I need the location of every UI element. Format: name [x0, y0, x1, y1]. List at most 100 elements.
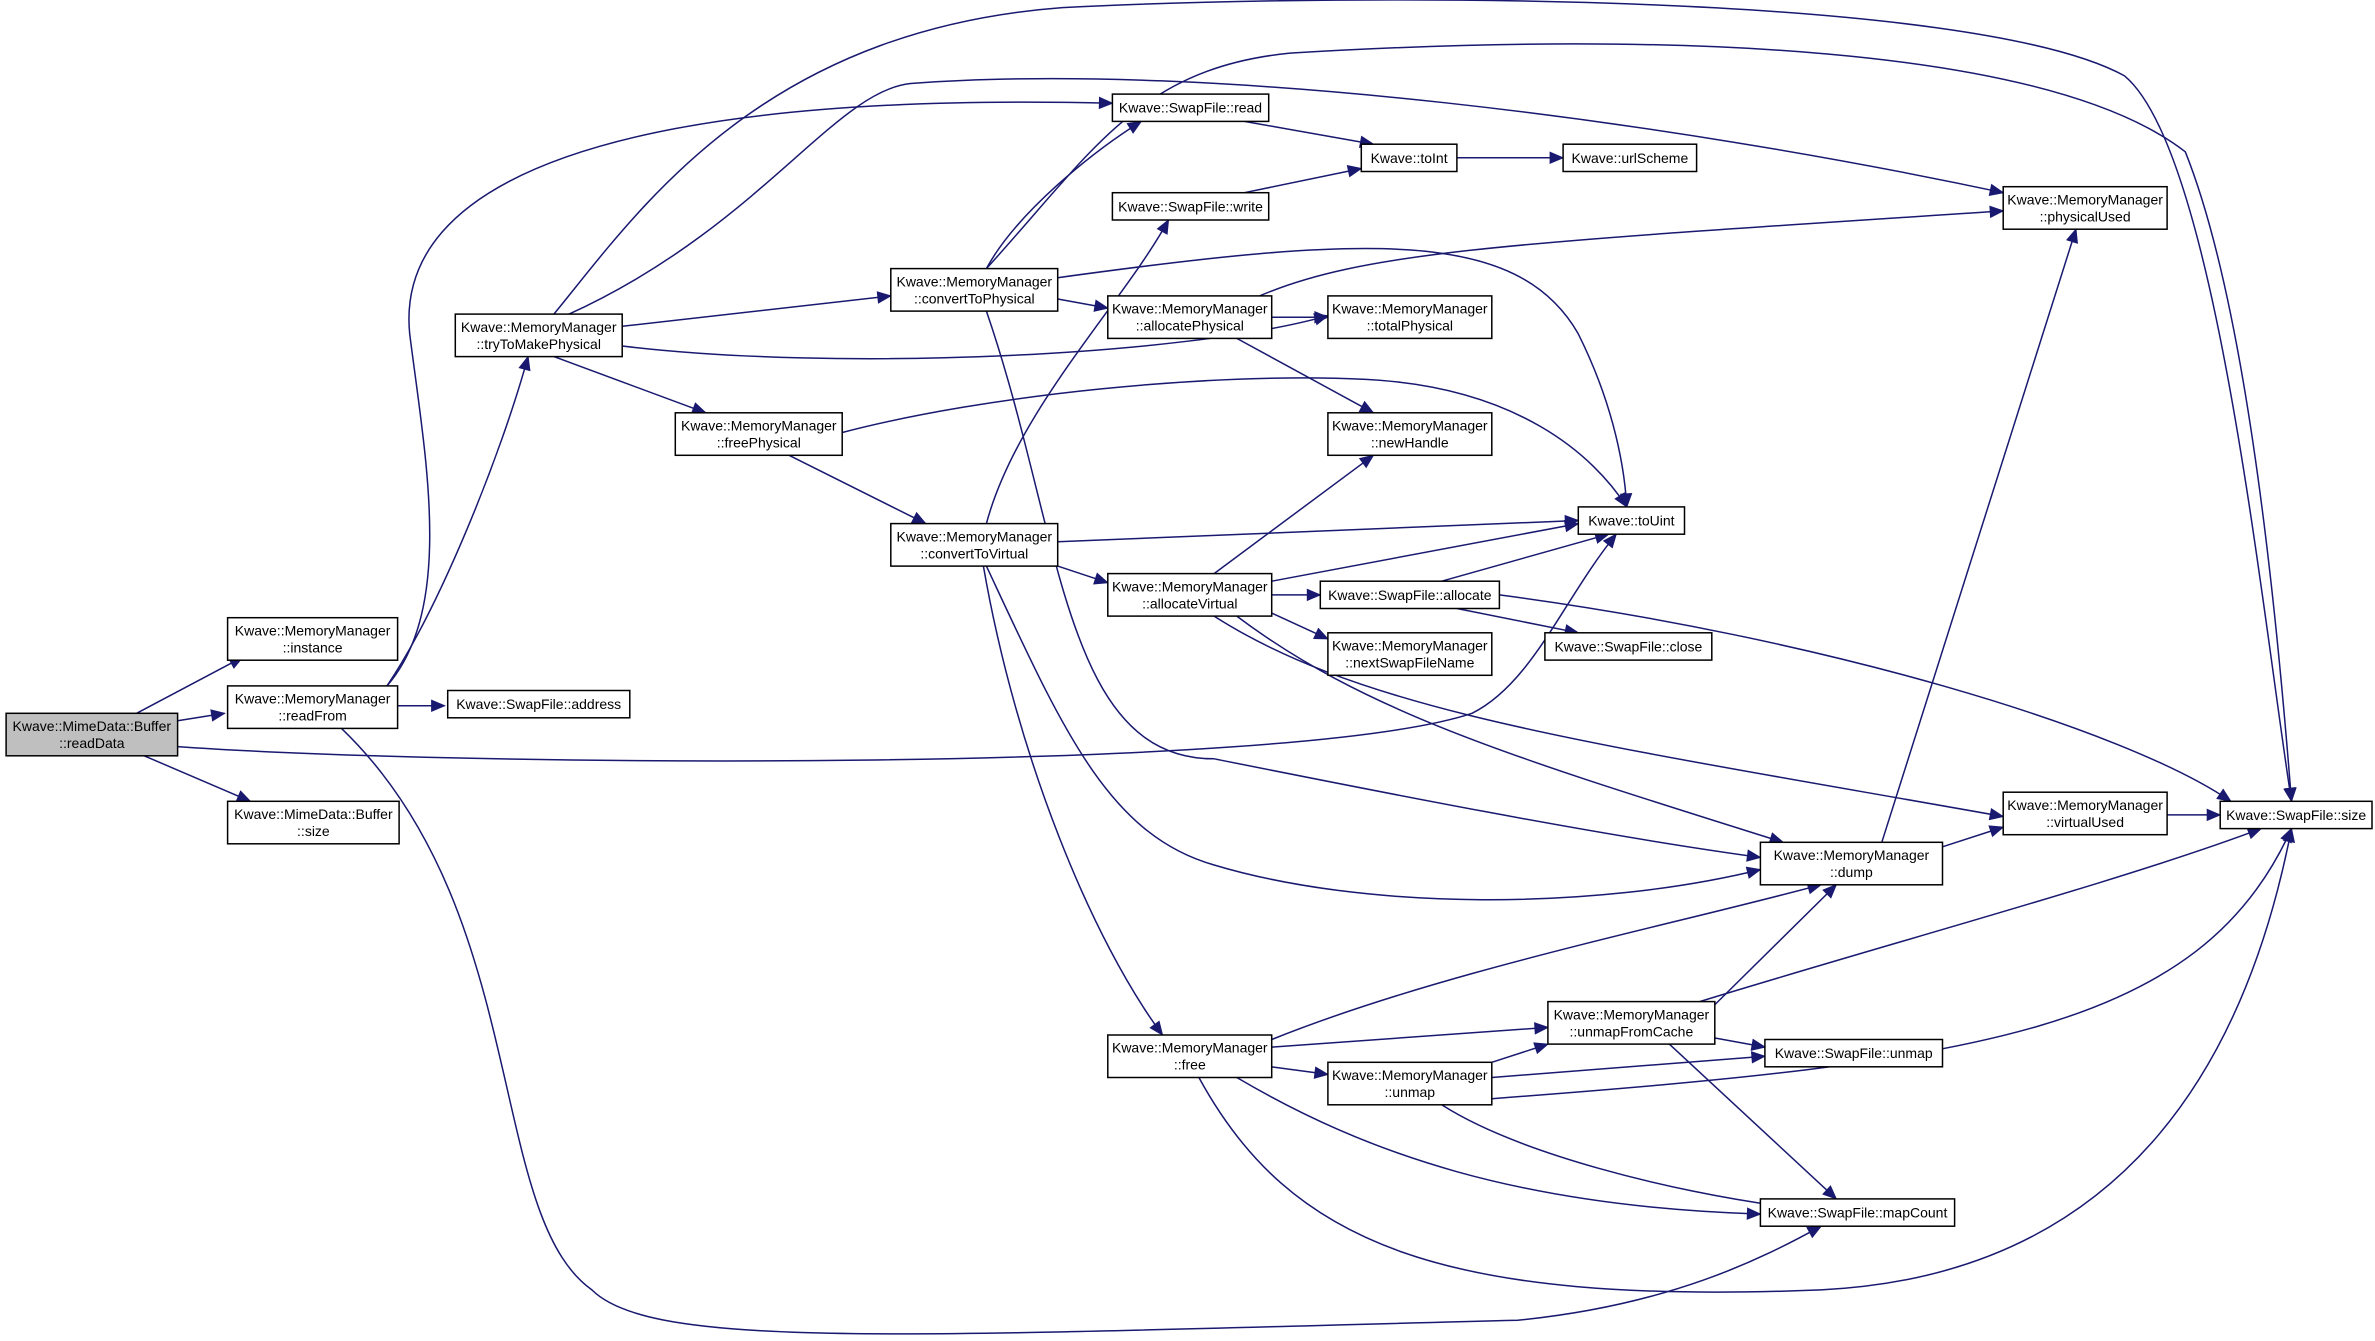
- node-mapCount[interactable]: Kwave::SwapFile::mapCount: [1759, 1198, 1956, 1227]
- arrowhead-icon: [1822, 1185, 1838, 1200]
- edge-readData-to-readFrom: [177, 709, 226, 722]
- node-convertToVirtual[interactable]: Kwave::MemoryManager::convertToVirtual: [890, 522, 1059, 567]
- node-nextSwapFileName[interactable]: Kwave::MemoryManager::nextSwapFileName: [1327, 632, 1493, 677]
- arrowhead-icon: [1806, 1225, 1823, 1239]
- node-label: Kwave::MemoryManager: [1774, 847, 1930, 863]
- node-dump[interactable]: Kwave::MemoryManager::dump: [1759, 841, 1944, 886]
- node-swWrite[interactable]: Kwave::SwapFile::write: [1111, 191, 1270, 221]
- edge-virtualUsed-to-swSize: [2167, 808, 2222, 822]
- node-virtualUsed[interactable]: Kwave::MemoryManager::virtualUsed: [2002, 791, 2168, 836]
- node-swUnmap[interactable]: Kwave::SwapFile::unmap: [1764, 1038, 1944, 1068]
- node-label: ::convertToPhysical: [914, 290, 1035, 306]
- node-swSize[interactable]: Kwave::SwapFile::size: [2219, 800, 2373, 830]
- node-instance[interactable]: Kwave::MemoryManager::instance: [226, 616, 399, 661]
- arrowhead-icon: [1989, 205, 2005, 219]
- node-box: [1764, 1038, 1944, 1068]
- node-label: Kwave::SwapFile::unmap: [1775, 1045, 1933, 1061]
- edge-line: [340, 727, 1822, 1335]
- arrowhead-icon: [1306, 588, 1322, 602]
- node-box: [2002, 185, 2168, 230]
- node-newHandle[interactable]: Kwave::MemoryManager::newHandle: [1327, 412, 1493, 457]
- node-box: [1111, 93, 1270, 123]
- edge-convertToVirtual-to-free: [982, 565, 1164, 1037]
- node-unmapFromCache[interactable]: Kwave::MemoryManager::unmapFromCache: [1547, 1000, 1716, 1045]
- node-toUint[interactable]: Kwave::toUint: [1577, 506, 1686, 535]
- node-bufSize[interactable]: Kwave::MimeData::Buffer::size: [226, 800, 400, 845]
- node-tryToMakePhysical[interactable]: Kwave::MemoryManager::tryToMakePhysical: [454, 313, 623, 358]
- edge-allocatePhysical-to-newHandle: [1236, 337, 1375, 414]
- node-readData[interactable]: Kwave::MimeData::Buffer::readData: [5, 712, 179, 757]
- edge-convertToVirtual-to-swWrite: [985, 218, 1170, 524]
- edge-line: [386, 356, 529, 687]
- arrowhead-icon: [1750, 1038, 1767, 1051]
- arrowhead-icon: [1988, 825, 2005, 838]
- node-allocateVirtual[interactable]: Kwave::MemoryManager::allocateVirtual: [1107, 572, 1273, 617]
- edge-line: [1456, 607, 1579, 634]
- arrowhead-icon: [1988, 807, 2005, 821]
- node-swAllocate[interactable]: Kwave::SwapFile::allocate: [1319, 580, 1501, 610]
- node-label: ::free: [1174, 1057, 1206, 1073]
- edges-layer: [136, 0, 2297, 1335]
- node-free[interactable]: Kwave::MemoryManager::free: [1107, 1034, 1273, 1079]
- edge-swAllocate-to-swSize: [1499, 594, 2232, 803]
- edge-convertToPhysical-to-dump: [985, 310, 1762, 862]
- edge-unmapFromCache-to-swUnmap: [1714, 1037, 1767, 1051]
- node-box: [1327, 632, 1493, 677]
- node-box: [1759, 1198, 1956, 1227]
- node-physicalUsed[interactable]: Kwave::MemoryManager::physicalUsed: [2002, 185, 2168, 230]
- node-label: Kwave::MemoryManager: [896, 273, 1052, 289]
- edge-tryToMakePhysical-to-physicalUsed: [568, 77, 2005, 315]
- node-allocatePhysical[interactable]: Kwave::MemoryManager::allocatePhysical: [1107, 295, 1273, 340]
- node-box: [1107, 295, 1273, 340]
- edge-swAllocate-to-swClose: [1456, 607, 1580, 637]
- node-label: Kwave::MemoryManager: [1112, 578, 1268, 594]
- edge-line: [1057, 519, 1579, 543]
- edge-allocateVirtual-to-swAllocate: [1271, 588, 1322, 602]
- node-address[interactable]: Kwave::SwapFile::address: [446, 689, 631, 719]
- arrowhead-icon: [1563, 519, 1580, 533]
- arrowhead-icon: [1549, 151, 1565, 165]
- node-label: Kwave::MemoryManager: [1332, 1067, 1488, 1083]
- node-label: Kwave::SwapFile::close: [1554, 639, 1702, 655]
- arrowhead-icon: [1619, 493, 1633, 509]
- node-swClose[interactable]: Kwave::SwapFile::close: [1544, 632, 1713, 661]
- edge-line: [1198, 828, 2293, 1293]
- edge-line: [1213, 615, 2004, 818]
- node-label: Kwave::SwapFile::allocate: [1328, 587, 1492, 603]
- edge-line: [1236, 1076, 1761, 1215]
- edge-allocateVirtual-to-toUint: [1271, 519, 1580, 582]
- node-toInt[interactable]: Kwave::toInt: [1360, 143, 1458, 173]
- edge-swAllocate-to-toUint: [1441, 531, 1610, 582]
- node-totalPhysical[interactable]: Kwave::MemoryManager::totalPhysical: [1327, 295, 1493, 340]
- node-convertToPhysical[interactable]: Kwave::MemoryManager::convertToPhysical: [890, 267, 1059, 312]
- node-label: ::instance: [283, 639, 343, 655]
- arrowhead-icon: [2206, 808, 2222, 822]
- node-box: [1111, 191, 1270, 221]
- edge-tryToMakePhysical-to-freePhysical: [553, 355, 707, 414]
- node-label: Kwave::toInt: [1371, 150, 1448, 166]
- edge-readFrom-to-swRead: [386, 96, 1114, 687]
- arrowhead-icon: [1822, 883, 1838, 899]
- edge-unmap-to-mapCount: [1441, 1104, 1785, 1211]
- node-urlScheme[interactable]: Kwave::urlScheme: [1562, 143, 1698, 173]
- arrowhead-icon: [1746, 1207, 1762, 1220]
- arrowhead-icon: [2246, 827, 2263, 840]
- node-freePhysical[interactable]: Kwave::MemoryManager::freePhysical: [674, 412, 843, 457]
- node-label: ::convertToVirtual: [920, 545, 1028, 561]
- node-label: Kwave::SwapFile::read: [1119, 100, 1262, 116]
- node-unmap[interactable]: Kwave::MemoryManager::unmap: [1327, 1061, 1493, 1106]
- arrowhead-icon: [876, 291, 893, 304]
- edge-allocatePhysical-to-physicalUsed: [1259, 205, 2005, 297]
- node-label: Kwave::MemoryManager: [461, 319, 617, 335]
- edge-swRead-to-toInt: [1244, 120, 1375, 148]
- edge-line: [1714, 884, 1837, 1006]
- edge-allocateVirtual-to-nextSwapFileName: [1271, 612, 1330, 640]
- edge-line: [1259, 210, 2004, 297]
- node-readFrom[interactable]: Kwave::MemoryManager::readFrom: [226, 685, 399, 730]
- node-swRead[interactable]: Kwave::SwapFile::read: [1111, 93, 1270, 123]
- node-label: Kwave::MemoryManager: [2007, 191, 2163, 207]
- edge-line: [1499, 594, 2232, 802]
- arrowhead-icon: [2280, 827, 2293, 844]
- arrowhead-icon: [518, 355, 531, 372]
- arrowhead-icon: [1093, 299, 1110, 312]
